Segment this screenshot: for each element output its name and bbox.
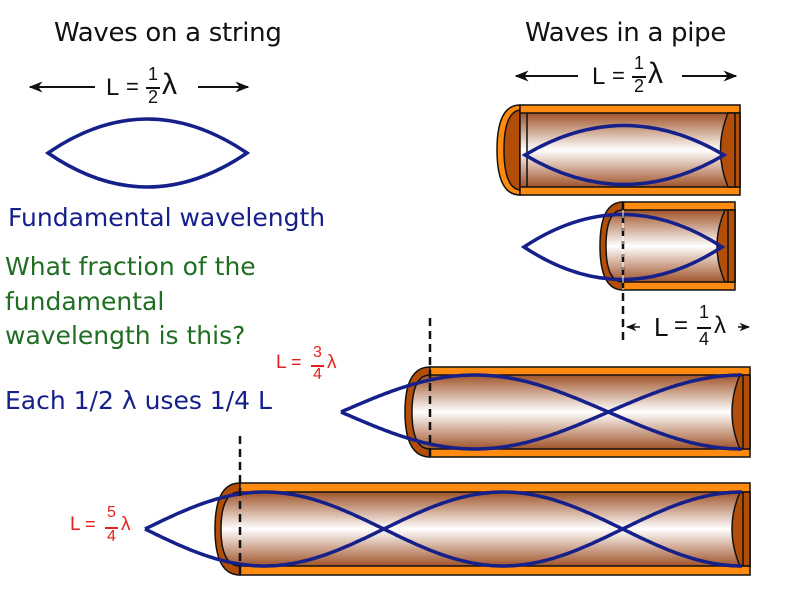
pipe-heading: Waves in a pipe [525, 18, 727, 48]
each-half-wavelength-text: Each 1/2 λ uses 1/4 L [5, 386, 272, 415]
pipe-three-quarter-label: L = 3 4 λ [276, 344, 337, 383]
closed-pipe-three-quarter [340, 318, 751, 458]
question-line-2: fundamental [5, 287, 165, 316]
pipe-five-quarter-label: L = 5 4 λ [70, 504, 131, 545]
question-line-3: wavelength is this? [5, 321, 246, 350]
closed-pipe-five-quarter [144, 436, 751, 576]
pipe-quarter-length-label: L = 1 4 λ [654, 302, 726, 349]
pipe-open-length-label: L = 1 2 λ [592, 53, 663, 96]
string-standing-wave [44, 117, 251, 189]
string-length-label: L = 1 2 λ [106, 64, 177, 107]
standing-wave [340, 373, 742, 451]
standing-wave [144, 490, 742, 568]
question-line-1: What fraction of the [5, 252, 256, 281]
string-heading: Waves on a string [54, 18, 282, 48]
closed-pipe-quarter [520, 201, 736, 345]
fundamental-wavelength-text: Fundamental wavelength [8, 203, 326, 232]
open-pipe [496, 104, 741, 196]
